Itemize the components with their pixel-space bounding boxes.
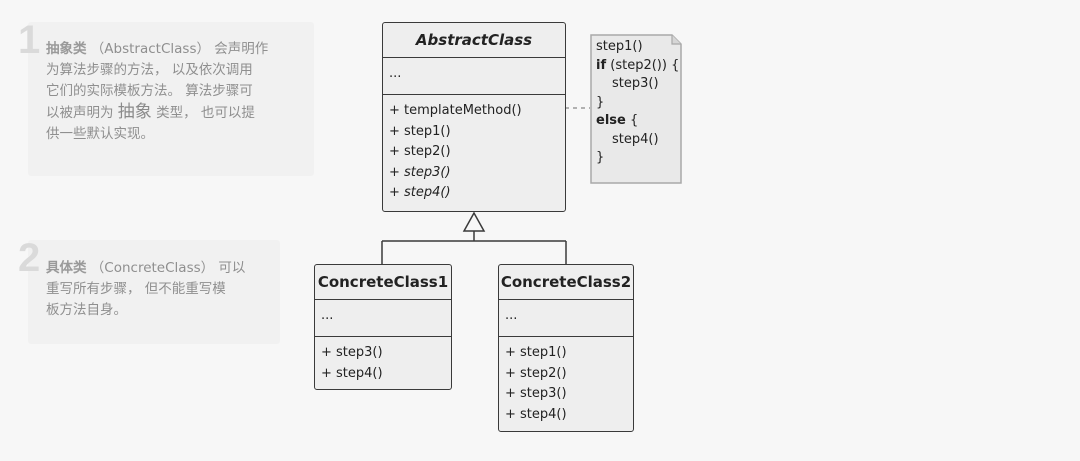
code-line: } [596,150,605,165]
template-method-code-note: step1() if (step2()) { step3() } else { … [590,34,682,184]
annotation-line: 板方法自身。 [46,302,127,318]
annotation-line: 它们的实际模板方法。 算法步骤可 [46,83,253,99]
annotation-line: 供一些默认实现。 [46,126,154,142]
annotation-line: 抽象类 （AbstractClass） 会声明作 [46,41,269,57]
code-line: step1() [596,39,643,54]
annotation-line: 重写所有步骤， 但不能重写模 [46,281,226,297]
concrete-class-2-box: ConcreteClass2 ... + step1() + step2() +… [498,264,634,432]
code-lines: step1() if (step2()) { step3() } else { … [596,38,679,168]
concrete-class-2-fields: ... [499,299,633,336]
inheritance-arrowhead [462,211,486,232]
concrete-class-1-methods: + step3() + step4() [315,336,451,389]
method-step4-abstract: + step4() [389,185,451,200]
annotation-card-2 [28,240,280,344]
abstract-class-box: AbstractClass ... + templateMethod() + s… [382,22,566,212]
code-line: step4() [612,131,659,147]
abstract-class-fields: ... [383,57,565,94]
annotation-text-2: 具体类 （ConcreteClass） 可以 重写所有步骤， 但不能重写模 板方… [46,258,276,321]
code-line: step3() [612,76,659,91]
concrete-class-1-name: ConcreteClass1 [317,273,449,291]
method-step2: + step2() [505,365,567,381]
annotation-number-2: 2 [18,236,41,280]
annotation-card-1 [28,22,314,176]
concrete-class-2-methods: + step1() + step2() + step3() + step4() [499,336,633,431]
code-line: if (step2()) { [596,57,680,73]
method-step3: + step3() [321,345,383,360]
annotation-text-1: 抽象类 （AbstractClass） 会声明作 为算法步骤的方法， 以及依次调… [46,39,308,145]
annotation-line: 具体类 （ConcreteClass） 可以 [46,260,246,276]
method-step3-abstract: + step3() [389,164,451,180]
annotation-line: 为算法步骤的方法， 以及依次调用 [46,62,253,78]
method-template-method: + templateMethod() [389,103,522,118]
concrete-class-2-name: ConcreteClass2 [500,273,632,291]
note-shape-icon [590,34,682,184]
concrete-class-1-box: ConcreteClass1 ... + step3() + step4() [314,264,452,390]
code-line: } [596,94,605,110]
annotation-number-1: 1 [18,18,41,62]
abstract-class-name: AbstractClass [415,31,533,49]
method-step3: + step3() [505,386,567,401]
method-step2: + step2() [389,144,451,159]
concrete-class-1-fields: ... [315,299,451,336]
abstract-class-methods: + templateMethod() + step1() + step2() +… [383,94,565,210]
method-step4: + step4() [505,406,567,422]
inheritance-connector [381,211,567,264]
method-step1: + step1() [505,345,567,360]
annotation-line: 以被声明为 抽象 类型， 也可以提 [46,102,255,122]
method-step4: + step4() [321,365,383,381]
method-step1: + step1() [389,123,451,139]
code-line: else { [596,113,639,128]
